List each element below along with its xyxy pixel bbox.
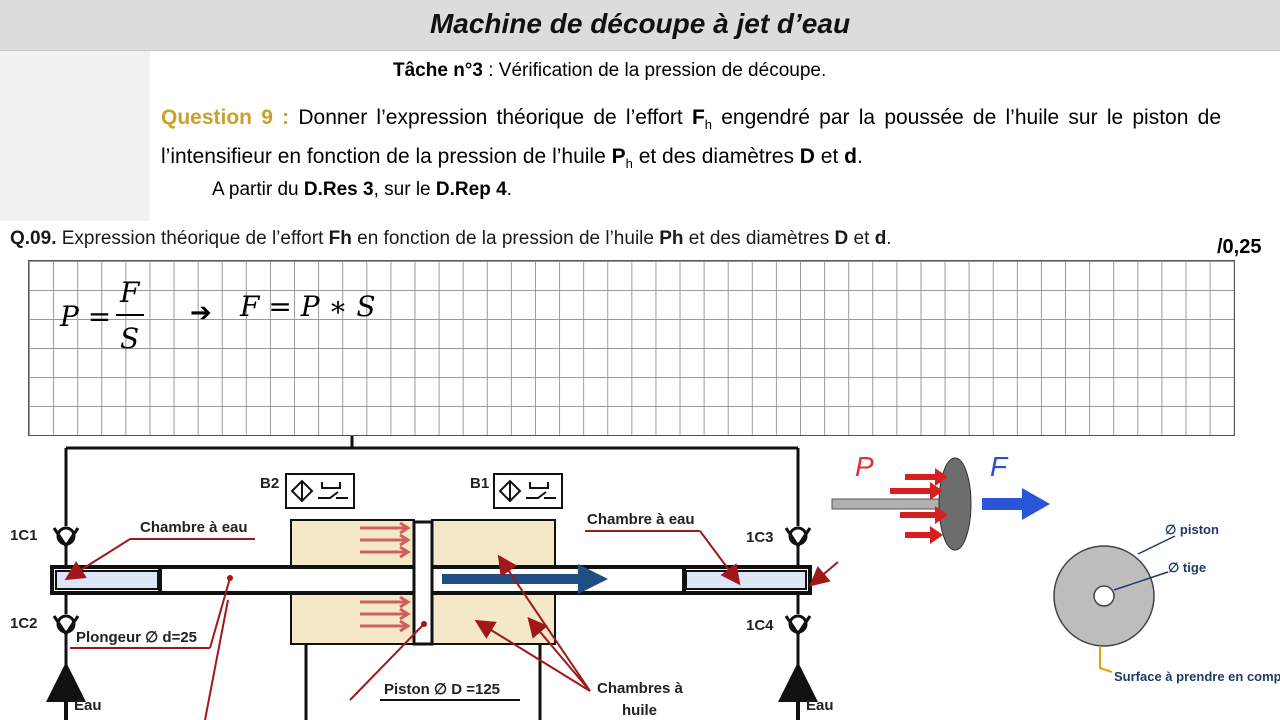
question-9: Question 9 : Donner l’expression théoriq… <box>161 102 1221 180</box>
oil-pressure-arrows <box>360 521 411 633</box>
fraction-bar <box>116 314 144 316</box>
page-title: Machine de découpe à jet d’eau <box>429 8 851 39</box>
formula-denominator: S <box>120 322 140 355</box>
symbol-P: P <box>611 145 626 169</box>
answer-text: et des diamètres <box>683 228 835 249</box>
question-label: Question 9 : <box>161 106 290 129</box>
symbol-P-sub: h <box>625 156 633 172</box>
valve-1C4-icon <box>784 614 812 637</box>
water-chamber-right <box>685 570 807 590</box>
reference-line: A partir du D.Res 3, sur le D.Rep 4. <box>212 179 512 201</box>
formula-p: P = <box>60 300 112 333</box>
formula-result: F = P ∗ S <box>240 290 376 323</box>
sensor-B2-icon <box>285 473 355 509</box>
reference-text: A partir du <box>212 179 304 200</box>
answer-text: Expression théorique de l’effort <box>56 228 329 249</box>
section-view-icon <box>1053 535 1176 673</box>
answer-grid[interactable] <box>28 260 1235 436</box>
title-bar: Machine de découpe à jet d’eau <box>0 0 1280 51</box>
question-text: Donner l’expression théorique de l’effor… <box>289 106 692 129</box>
reference-text: , sur le <box>373 179 436 200</box>
water-chamber-left <box>55 570 159 590</box>
label-piston-diameter: ∅ piston <box>1165 522 1219 537</box>
answer-text: . <box>886 228 892 249</box>
oil-chamber-left-bottom <box>290 591 415 645</box>
symbol-F: F <box>691 106 705 129</box>
intensifier-diagram: 1C1 1C2 1C3 1C4 B2 B1 <box>10 436 1280 720</box>
answer-number: Q.09. <box>10 228 57 249</box>
force-label-P: P <box>855 451 874 482</box>
answer-text: en fonction de la pression de l’huile <box>351 228 660 249</box>
motion-arrow-icon <box>442 564 608 594</box>
label-water-left: Eau <box>74 697 102 714</box>
label-water-chamber-right: Chambre à eau <box>587 511 695 528</box>
answer-heading: Q.09. Expression théorique de l’effort F… <box>10 228 892 250</box>
task-label: Tâche n°3 <box>393 60 483 81</box>
piston-force-icon <box>831 457 1050 551</box>
answer-Fh: Fh <box>328 228 352 249</box>
label-oil-chambers-1: Chambres à <box>597 680 684 697</box>
left-margin-panel <box>0 51 150 221</box>
symbol-d: d <box>844 145 857 169</box>
valve-1C1-icon <box>52 526 80 549</box>
sensor-label-B1: B1 <box>470 475 489 492</box>
question-text: . <box>856 145 863 169</box>
question-text: et <box>814 145 845 169</box>
question-text: engendré par la poussée de l’huile sur l… <box>161 106 1221 169</box>
valve-label-1C4: 1C4 <box>746 617 774 634</box>
task-line: Tâche n°3 : Vérification de la pression … <box>393 60 826 82</box>
valve-label-1C2: 1C2 <box>10 615 38 632</box>
oil-chamber-right-top <box>431 519 556 569</box>
force-label-F: F <box>990 451 1009 482</box>
label-surface: Surface à prendre en compte <box>1114 669 1280 684</box>
answer-Ph: Ph <box>659 228 684 249</box>
formula-numerator: F <box>120 276 140 309</box>
answer-text: et <box>848 228 875 249</box>
valve-1C3-icon <box>784 526 812 549</box>
sensor-label-B2: B2 <box>260 475 279 492</box>
label-rod-diameter: ∅ tige <box>1168 560 1206 575</box>
implies-arrow-icon: ➔ <box>190 298 212 328</box>
valve-label-1C3: 1C3 <box>746 529 774 546</box>
symbol-F-sub: h <box>704 117 712 133</box>
task-text: : Vérification de la pression de découpe… <box>482 60 827 81</box>
label-water-chamber-left: Chambre à eau <box>140 519 248 536</box>
answer-D: D <box>834 228 849 249</box>
label-plunger: Plongeur ∅ d=25 <box>76 629 197 646</box>
valve-1C2-icon <box>52 614 80 637</box>
valve-label-1C1: 1C1 <box>10 527 38 544</box>
reference-rep: D.Rep 4 <box>435 179 507 200</box>
label-water-right: Eau <box>806 697 834 714</box>
reference-res: D.Res 3 <box>303 179 374 200</box>
oil-chamber-right-bottom <box>431 591 556 645</box>
answer-d: d <box>874 228 887 249</box>
reference-text: . <box>506 179 512 200</box>
sensor-B1-icon <box>493 473 563 509</box>
piston <box>412 520 434 646</box>
points-value: /0,25 <box>1217 236 1262 258</box>
question-text: et des diamètres <box>632 145 800 169</box>
label-oil-chambers-2: huile <box>622 702 657 719</box>
symbol-D: D <box>799 145 815 169</box>
label-piston: Piston ∅ D =125 <box>384 681 500 698</box>
